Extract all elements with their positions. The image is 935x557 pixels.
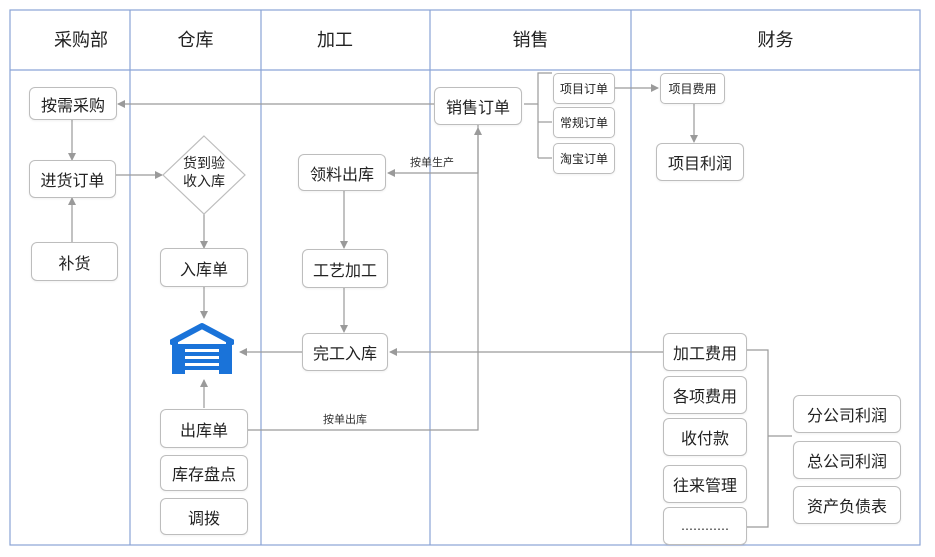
- node-on-demand-purchase[interactable]: 按需采购: [29, 87, 117, 120]
- node-material-out[interactable]: 领料出库: [298, 154, 386, 191]
- node-taobao-order[interactable]: 淘宝订单: [553, 143, 615, 174]
- node-sales-order[interactable]: 销售订单: [434, 87, 522, 125]
- column-header-warehouse: 仓库: [177, 30, 214, 51]
- node-various-cost[interactable]: 各项费用: [663, 376, 747, 414]
- sales-order-bracket: [524, 72, 552, 105]
- node-hq-profit[interactable]: 总公司利润: [793, 441, 901, 479]
- label-ship-by-order: 按单出库: [323, 413, 367, 426]
- node-balance-sheet[interactable]: 资产负债表: [793, 486, 901, 524]
- node-craft[interactable]: 工艺加工: [302, 249, 388, 288]
- node-finished-in[interactable]: 完工入库: [302, 333, 388, 371]
- label-produce-by-order: 按单生产: [410, 156, 454, 169]
- node-branch-profit[interactable]: 分公司利润: [793, 395, 901, 433]
- node-project-cost[interactable]: 项目费用: [660, 73, 725, 104]
- column-header-finance: 财务: [757, 30, 794, 51]
- column-header-processing: 加工: [317, 30, 353, 51]
- column-header-purchasing: 采购部: [54, 30, 108, 51]
- node-payment[interactable]: 收付款: [663, 418, 747, 456]
- node-project-order[interactable]: 项目订单: [553, 73, 615, 104]
- column-header-sales: 销售: [512, 30, 549, 51]
- node-transfer[interactable]: 调拨: [160, 498, 248, 535]
- node-restock[interactable]: 补货: [31, 242, 118, 281]
- node-regular-order[interactable]: 常规订单: [553, 107, 615, 138]
- node-accounts[interactable]: 往来管理: [663, 465, 747, 503]
- node-inspect-label: 货到验 收入库: [164, 155, 244, 191]
- inspect-line-2: 收入库: [183, 174, 225, 190]
- node-project-profit[interactable]: 项目利润: [656, 143, 744, 181]
- node-purchase-order[interactable]: 进货订单: [29, 160, 116, 198]
- node-processing-cost[interactable]: 加工费用: [663, 333, 747, 371]
- node-stocktake[interactable]: 库存盘点: [160, 455, 248, 491]
- finance-bracket: [746, 349, 769, 528]
- node-outbound-slip[interactable]: 出库单: [160, 409, 248, 448]
- node-inspect-diamond[interactable]: [162, 135, 246, 215]
- node-inbound-slip[interactable]: 入库单: [160, 248, 248, 287]
- node-more[interactable]: …………: [663, 507, 747, 545]
- warehouse-icon: [170, 323, 234, 374]
- inspect-line-1: 货到验: [183, 156, 225, 172]
